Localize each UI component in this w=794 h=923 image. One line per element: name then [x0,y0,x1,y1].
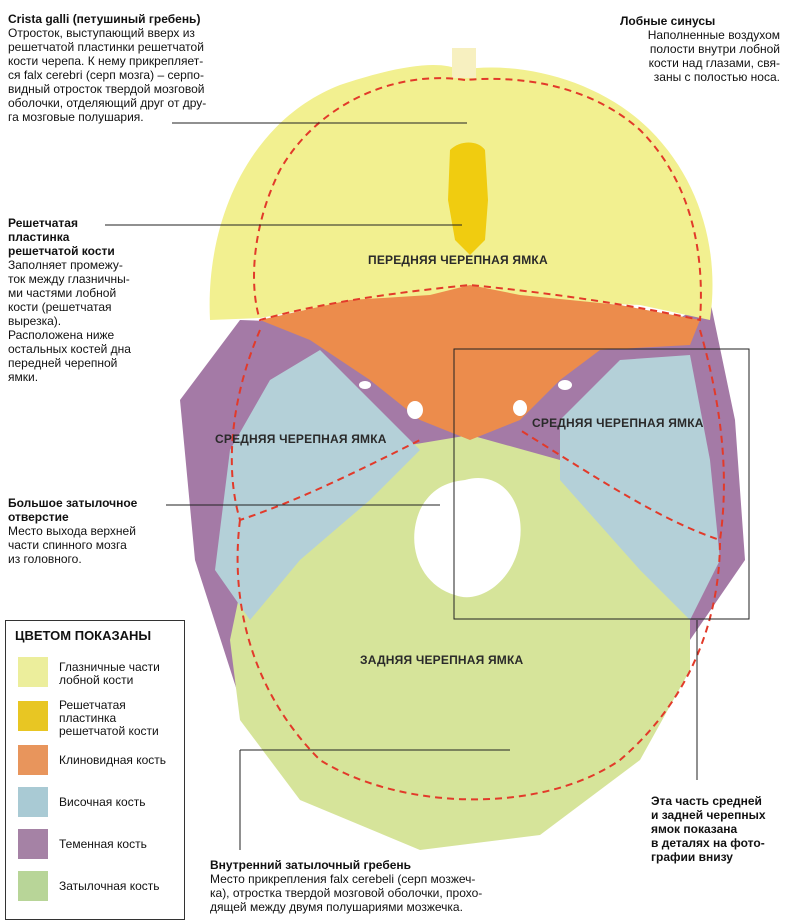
frontal-sinuses-line: заны с полостью носа. [653,70,780,84]
crista-galli-line: Отросток, выступающий вверх из [8,26,195,40]
cribriform-line: кости (решетчатая [8,300,112,314]
foramen-left-small [359,381,371,389]
foramen-magnum-title: отверстие [8,510,69,524]
cribriform-title: решетчатой кости [8,244,115,258]
cribriform-line: передней черепной [8,356,118,370]
cribriform-line: Расположена ниже [8,328,115,342]
cribriform-line: ямки. [8,370,39,384]
legend-label-sphenoid: Клиновидная кость [59,753,167,767]
crista-galli-line: ся falx cerebri (серп мозга) – серпо- [8,68,204,82]
legend-label-temporal: Височная кость [59,795,146,809]
cribriform-line: ми частями лобной [8,286,117,300]
frontal-sinuses-line: кости над глазами, свя- [648,56,780,70]
foramen-magnum-line: Место выхода верхней [8,524,136,538]
foramen-magnum-title: Большое затылочное [8,496,138,510]
ethmoid-cribriform-plate [448,142,488,255]
frontal-sinuses-line: Наполненные воздухом [647,28,780,42]
occipital-crest-line: дящей между двумя полушариями мозжечка. [210,900,463,914]
temporal-bone-right [560,355,720,620]
middle-fossa-left-label: СРЕДНЯЯ ЧЕРЕПНАЯ ЯМКА [215,432,387,446]
legend-label-frontal: Глазничные части лобной кости [59,660,160,687]
cribriform-line: остальных костей дна [8,342,131,356]
crista-galli-line: оболочки, отделяющий друг от дру- [8,96,207,110]
cribriform-line: Заполняет промежу- [8,258,123,272]
legend-label-parietal: Теменная кость [59,837,147,851]
crista-galli-title: Crista galli (петушиный гребень) [8,12,201,26]
middle-fossa-right-label: СРЕДНЯЯ ЧЕРЕПНАЯ ЯМКА [532,416,704,430]
detail-frame [453,348,750,620]
cribriform-title: пластинка [8,230,70,244]
crista-galli-line: решетчатой пластинки решетчатой [8,40,204,54]
legend-swatch-occipital [18,871,48,901]
frontal-sinuses-annotation: Лобные синусы Наполненные воздухом полос… [620,14,780,84]
crista-galli-line: видный отросток твердой мозговой [8,82,205,96]
legend-label-ethmoid: Решетчатая пластинка решетчатой кости [59,698,159,738]
legend-label-occipital: Затылочная кость [59,879,160,893]
foramen-magnum-line: из головного. [8,552,82,566]
cribriform-line: вырезка). [8,314,62,328]
detail-note-annotation: Эта часть средней и задней черепных ямок… [651,794,791,864]
color-legend: ЦВЕТОМ ПОКАЗАНЫ Глазничные части лобной … [5,620,185,920]
legend-swatch-temporal [18,787,48,817]
crista-galli-line: га мозговые полушария. [8,110,144,124]
legend-swatch-ethmoid [18,701,48,731]
foramen-magnum-line: части спинного мозга [8,538,127,552]
occipital-crest-line: ка), отростка твердой мозговой оболочки,… [210,886,483,900]
leader-lines [105,122,698,850]
cribriform-title: Решетчатая [8,216,78,230]
crista-galli-line: кости черепа. К нему прикрепляет- [8,54,204,68]
cribriform-line: ток между глазничны- [8,272,130,286]
foramen-right-small [558,380,572,390]
frontal-sinus-crest [452,48,476,78]
temporal-bone-left [215,350,420,620]
detail-note-line: графии внизу [651,850,733,864]
frontal-sinuses-line: полости внутри лобной [649,42,780,56]
sphenoid-bone [260,285,700,440]
occipital-crest-annotation: Внутренний затылочный гребень Место прик… [210,858,540,914]
foramen-magnum-annotation: Большое затылочное отверстие Место выход… [8,496,178,566]
legend-swatch-parietal [18,829,48,859]
detail-note-line: и задней черепных [651,808,766,822]
legend-title: ЦВЕТОМ ПОКАЗАНЫ [15,628,152,643]
occipital-crest-title: Внутренний затылочный гребень [210,858,412,872]
anterior-fossa-label: ПЕРЕДНЯЯ ЧЕРЕПНАЯ ЯМКА [368,253,548,267]
frontal-sinuses-title: Лобные синусы [620,14,716,28]
occipital-bone [230,435,690,850]
legend-swatch-sphenoid [18,745,48,775]
cribriform-annotation: Решетчатая пластинка решетчатой кости За… [8,216,168,384]
detail-note-line: в деталях на фото- [651,836,765,850]
legend-swatch-frontal [18,657,48,687]
foramen-magnum [414,478,521,598]
foramen-left [407,401,423,419]
detail-note-line: Эта часть средней [651,794,762,808]
posterior-fossa-label: ЗАДНЯЯ ЧЕРЕПНАЯ ЯМКА [360,653,524,667]
occipital-crest-line: Место прикрепления falx cerebeli (серп м… [210,872,476,886]
crista-galli-annotation: Crista galli (петушиный гребень) Отросто… [8,12,248,124]
fossa-outlines [230,77,725,801]
detail-note-line: ямок показана [651,822,738,836]
foramen-right [513,400,527,416]
